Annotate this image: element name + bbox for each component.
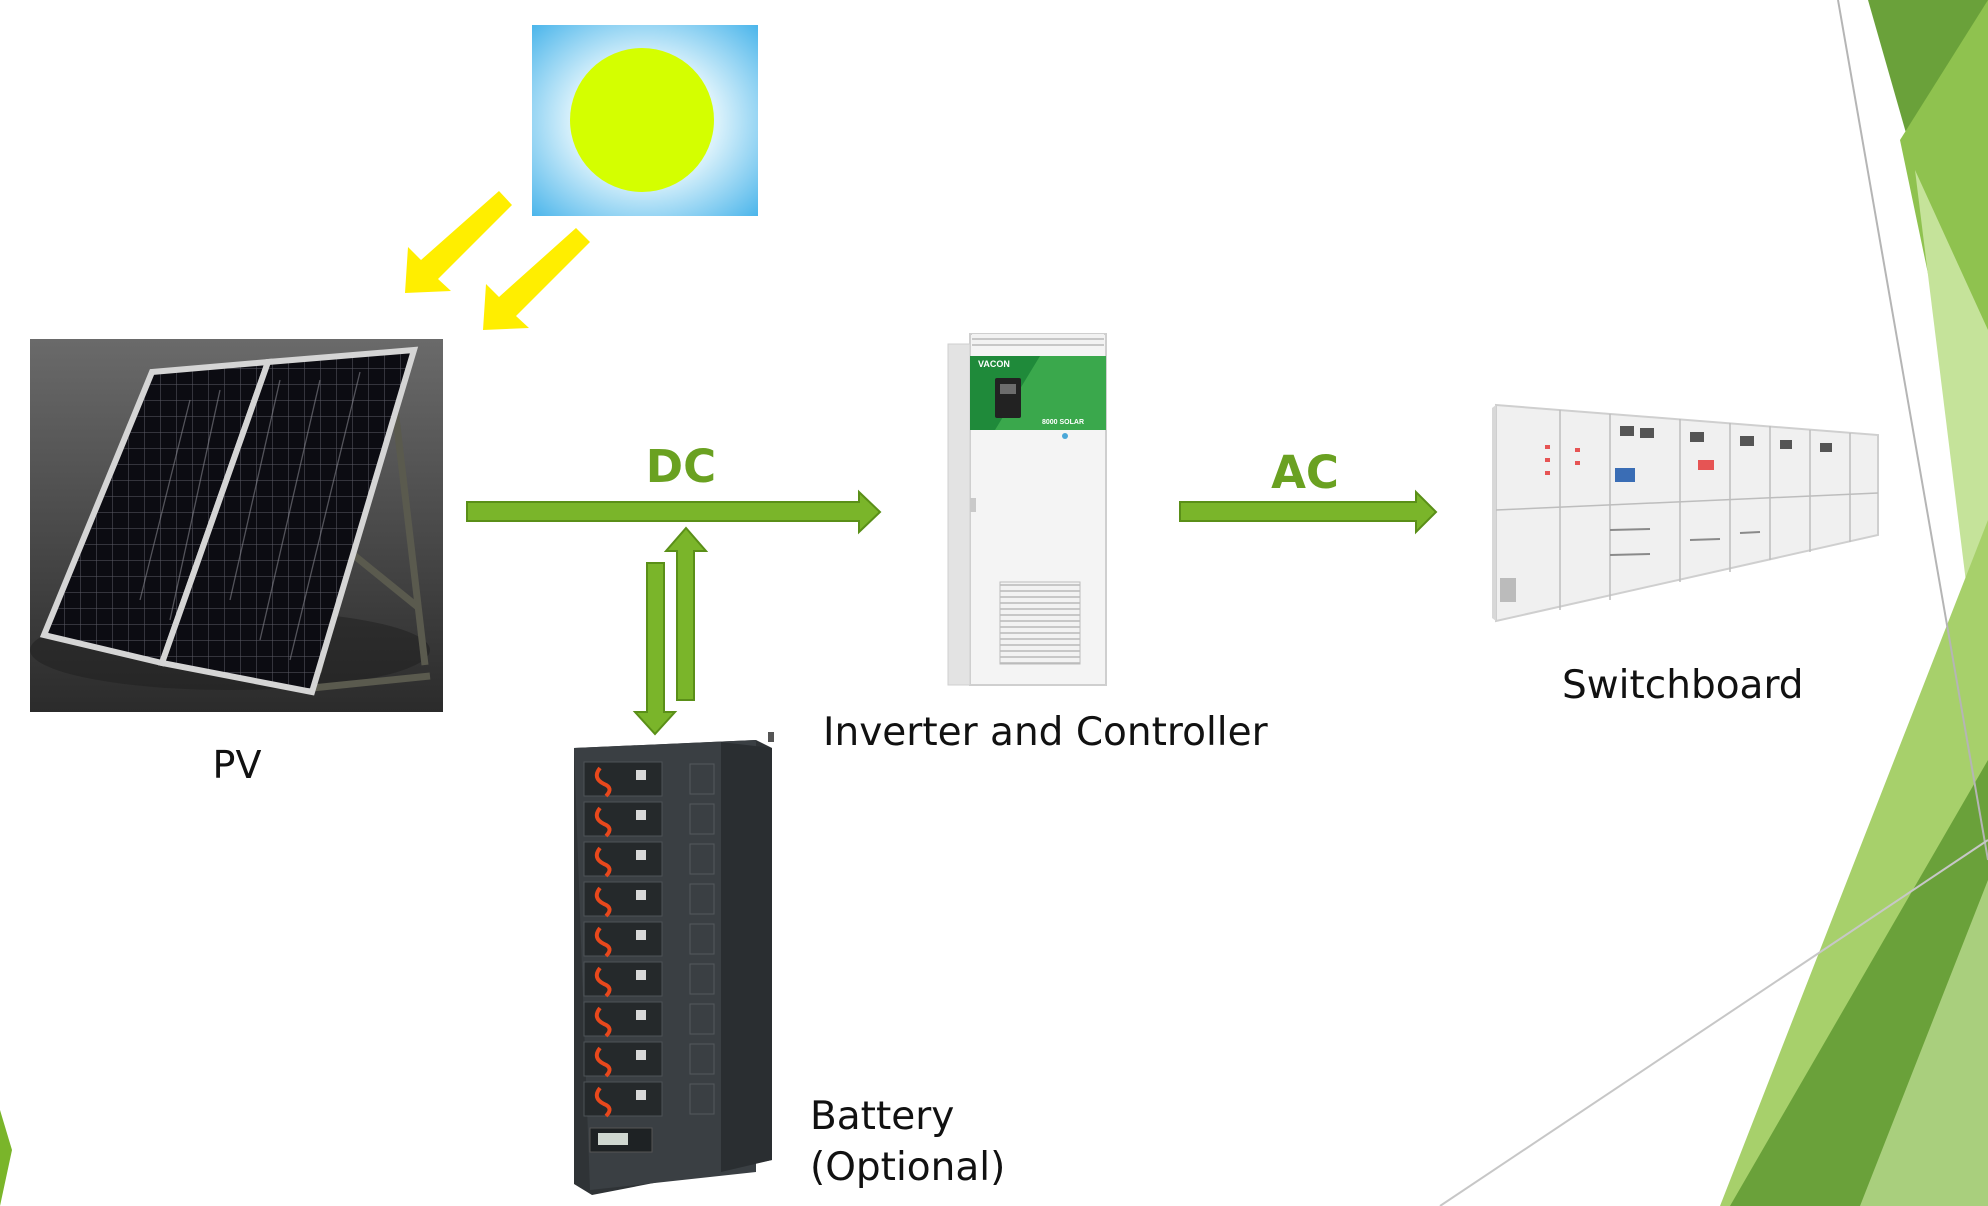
battery-module xyxy=(583,921,715,958)
ac-label: AC xyxy=(1271,446,1339,499)
switchboard-label: Switchboard xyxy=(1562,663,1804,708)
ac-flow-arrow xyxy=(1179,489,1438,535)
inverter-model-text: 8000 SOLAR xyxy=(1042,419,1084,426)
inverter-brand-text: VACON xyxy=(978,359,1010,369)
dc-label: DC xyxy=(646,440,716,493)
inverter-cabinet-icon: VACON 8000 SOLAR xyxy=(947,333,1107,686)
battery-label: Battery xyxy=(810,1094,954,1139)
dc-flow-arrow xyxy=(466,489,882,535)
battery-module xyxy=(583,881,715,918)
sun-icon xyxy=(532,25,758,216)
battery-optional-label: (Optional) xyxy=(810,1145,1005,1190)
battery-module xyxy=(583,1001,715,1038)
inverter-label: Inverter and Controller xyxy=(823,710,1269,755)
battery-module xyxy=(583,1041,715,1078)
battery-module xyxy=(583,761,715,798)
battery-rack-icon xyxy=(574,732,774,1195)
switchboard-icon xyxy=(1492,403,1879,623)
battery-charge-arrows xyxy=(632,526,709,736)
battery-module xyxy=(583,961,715,998)
battery-module xyxy=(583,1081,715,1118)
solar-panel-icon xyxy=(30,339,443,712)
battery-module xyxy=(583,801,715,838)
sun-ray-icon xyxy=(405,191,590,330)
battery-module xyxy=(583,841,715,878)
pv-label: PV xyxy=(213,743,262,787)
battery-modules xyxy=(583,761,715,1118)
